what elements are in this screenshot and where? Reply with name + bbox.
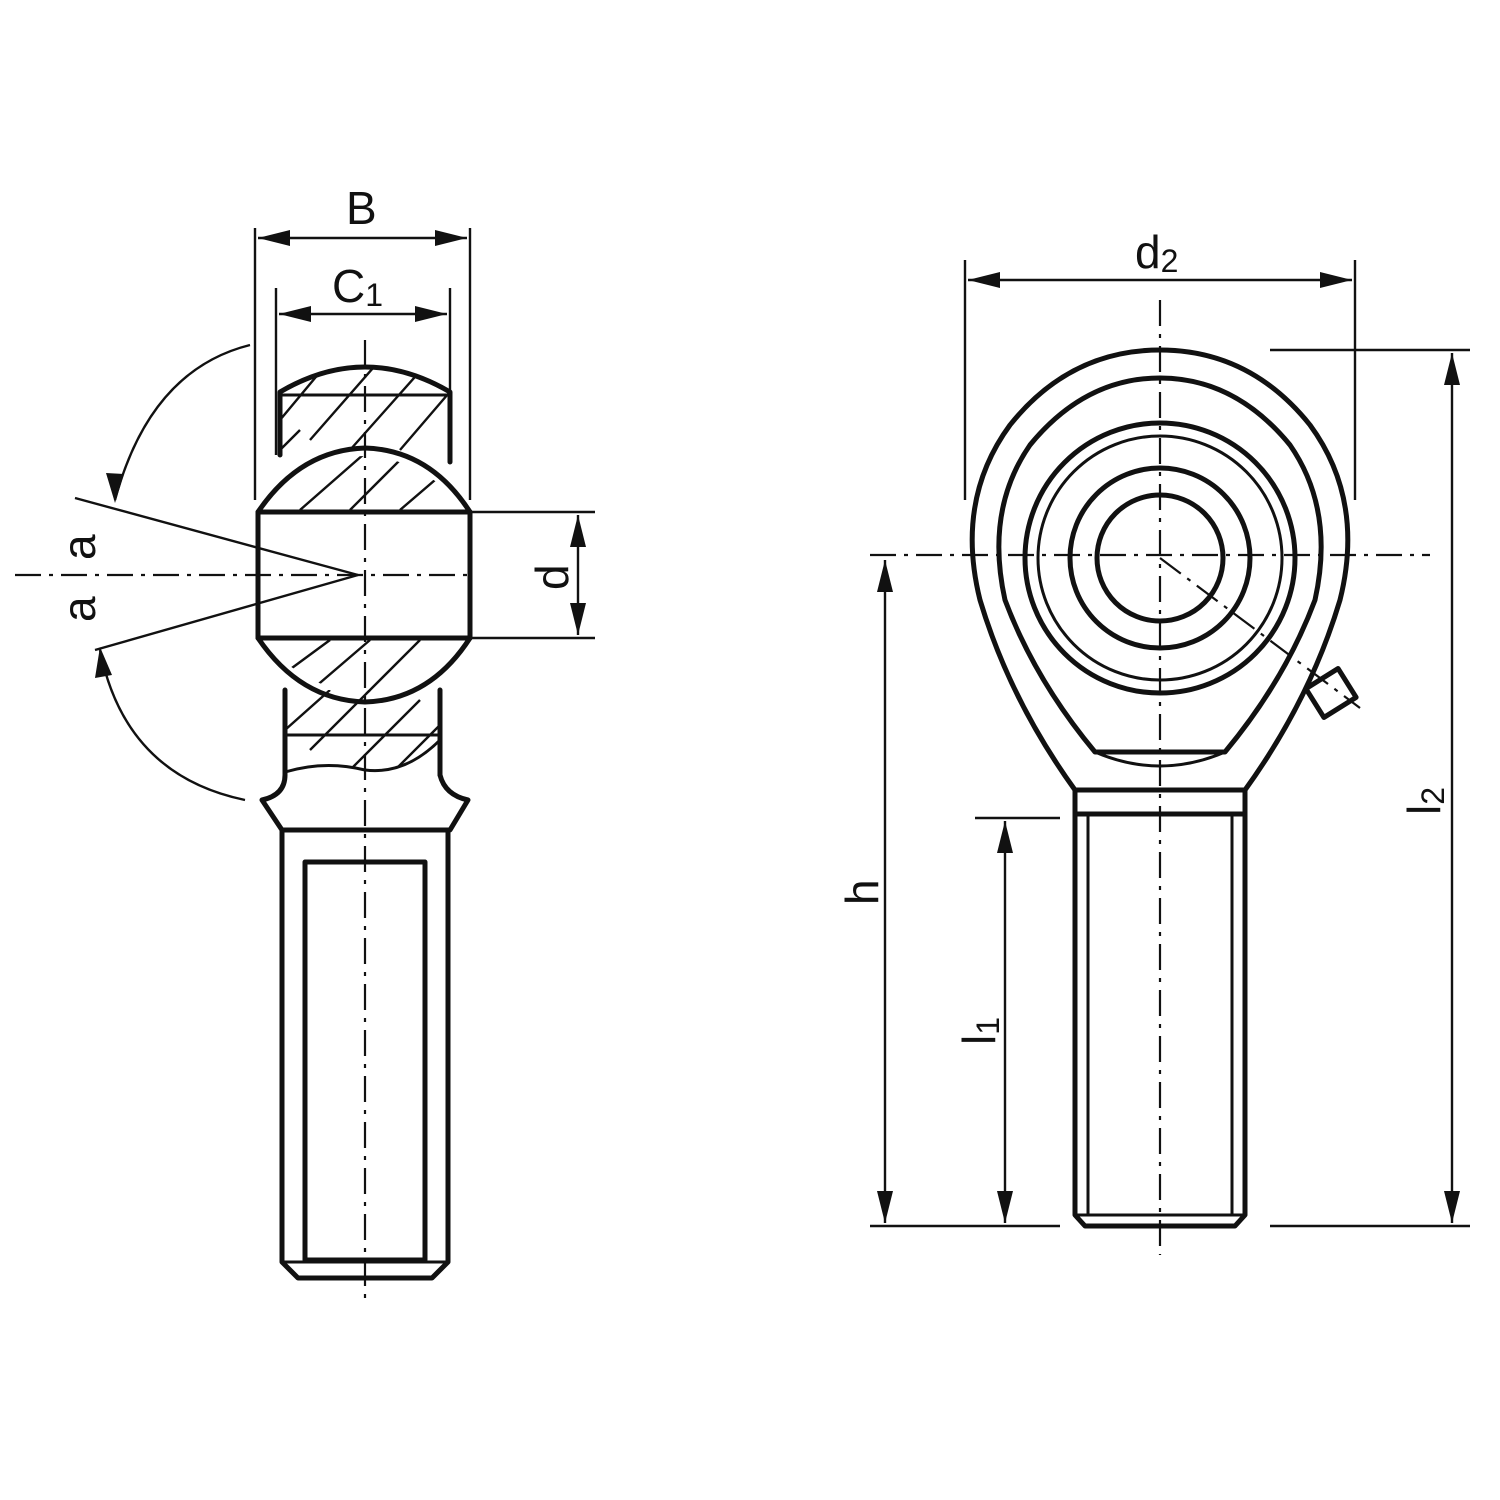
outer-race-lower bbox=[282, 687, 443, 778]
outer-race-upper bbox=[277, 364, 453, 465]
shank-flat bbox=[302, 859, 428, 1263]
eye-head-inner bbox=[996, 375, 1324, 755]
label-a-bottom: a bbox=[53, 596, 105, 622]
label-C1: C1 bbox=[332, 260, 383, 313]
label-a-top: a bbox=[53, 534, 105, 560]
tilt-arc-lower bbox=[98, 649, 246, 802]
grease-nipple bbox=[1303, 666, 1359, 720]
label-d: d bbox=[526, 564, 578, 590]
label-l2: l2 bbox=[1398, 787, 1451, 815]
label-h: h bbox=[836, 879, 888, 905]
label-B: B bbox=[346, 182, 377, 234]
side-view bbox=[15, 228, 595, 1300]
tilt-arc-upper bbox=[113, 343, 251, 501]
front-view bbox=[870, 260, 1470, 1255]
label-l1: l1 bbox=[953, 1017, 1006, 1045]
label-d2: d2 bbox=[1135, 226, 1178, 279]
